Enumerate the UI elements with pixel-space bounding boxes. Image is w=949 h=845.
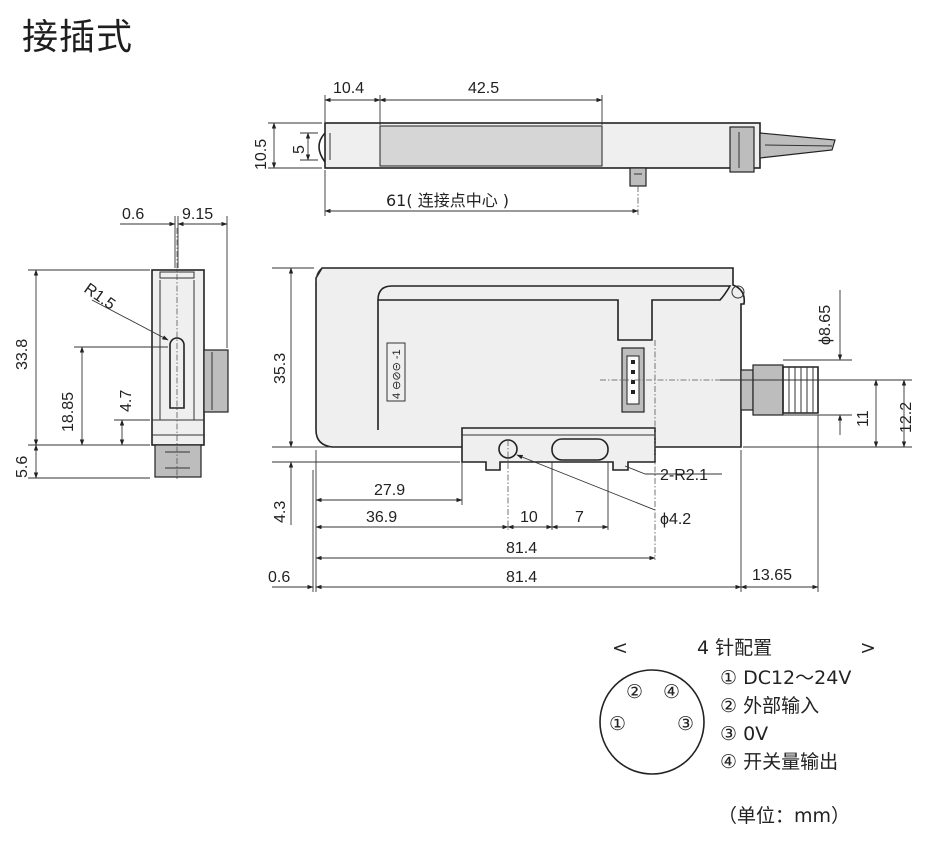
dim-0-6-front: 0.6 <box>268 569 290 586</box>
top-view-display-window <box>379 125 603 167</box>
front-view-label-plate <box>386 342 406 402</box>
front-view-label-code: 4 ⊖⊘⊝ -1 <box>391 349 403 399</box>
side-view-slot <box>169 337 185 409</box>
dim-36-9: 36.9 <box>366 509 397 526</box>
dim-27-9: 27.9 <box>374 482 405 499</box>
dim-5-6: 5.6 <box>14 456 31 478</box>
dim-13-65: 13.65 <box>752 567 792 584</box>
dim-18-85: 18.85 <box>60 392 77 432</box>
dim-phi-8-65: ϕ8.65 <box>817 305 834 345</box>
pin-connector-face <box>599 669 705 775</box>
front-view: 4 ⊖⊘⊝ -1 35.3 4.3 27.9 <box>268 267 915 592</box>
dim-10: 10 <box>520 509 538 526</box>
front-view-slot <box>551 438 609 461</box>
dim-0-6-side: 0.6 <box>122 206 144 223</box>
top-view: 10.4 42.5 10.5 5 61( 连接点中心 ) <box>253 80 836 216</box>
top-view-latch <box>729 126 755 173</box>
dim-61: 61( 连接点中心 ) <box>386 191 509 210</box>
pin-face-2: ② <box>626 681 643 703</box>
pin-item-2: ② 外部输入 <box>720 695 819 717</box>
pin-face-1: ① <box>609 713 626 735</box>
front-view-body <box>315 267 746 448</box>
dim-5: 5 <box>291 145 308 154</box>
side-view: 0.6 9.15 R1.5 33.8 5.6 18.85 4.7 <box>14 206 229 480</box>
dim-4-7: 4.7 <box>118 390 135 412</box>
top-view-connector-pin <box>629 167 647 187</box>
pin-bracket-left: < <box>612 637 628 659</box>
dim-4-3: 4.3 <box>272 501 289 523</box>
unit-note: （单位：mm） <box>718 805 850 827</box>
page-title: 接插式 <box>22 17 134 58</box>
pin-face-4: ④ <box>663 681 680 703</box>
dim-10-4: 10.4 <box>333 80 364 97</box>
dim-42-5: 42.5 <box>468 80 499 97</box>
callout-hole-4-2: ϕ4.2 <box>660 511 691 528</box>
pin-item-1: ① DC12～24V <box>720 667 851 689</box>
dim-11: 11 <box>855 410 872 427</box>
pin-item-4: ④ 开关量输出 <box>720 751 838 773</box>
front-view-connector-base <box>740 369 754 411</box>
socket-pins <box>631 360 635 394</box>
callout-2-r2-1: 2-R2.1 <box>660 467 708 484</box>
pin-face-3: ③ <box>677 713 694 735</box>
side-view-connector <box>203 349 229 413</box>
dim-12-2: 12.2 <box>898 402 915 433</box>
pin-item-3: ③ 0V <box>720 723 768 745</box>
top-view-left-notch <box>318 132 326 163</box>
dim-81-4-b: 81.4 <box>506 569 537 586</box>
pin-heading: 4 针配置 <box>697 637 772 659</box>
radius-r1-5: R1.5 <box>81 280 119 313</box>
front-view-connector-thread <box>782 366 819 414</box>
dim-33-8: 33.8 <box>14 339 31 370</box>
side-view-bottom-mount <box>154 444 202 478</box>
pin-bracket-right: > <box>860 637 876 659</box>
dim-35-3: 35.3 <box>272 353 289 384</box>
front-view-mount-foot <box>461 427 656 471</box>
dim-7: 7 <box>575 509 584 526</box>
front-view-panel-outline <box>377 285 732 430</box>
pin-configuration: < 4 针配置 > ② ④ ① ③ ① DC12～24V ② 外部输入 ③ 0V… <box>599 637 876 775</box>
dim-9-15: 9.15 <box>182 206 213 223</box>
front-view-connector-nut <box>752 364 784 416</box>
dim-81-4-a: 81.4 <box>506 540 537 557</box>
dim-10-5: 10.5 <box>253 139 270 170</box>
